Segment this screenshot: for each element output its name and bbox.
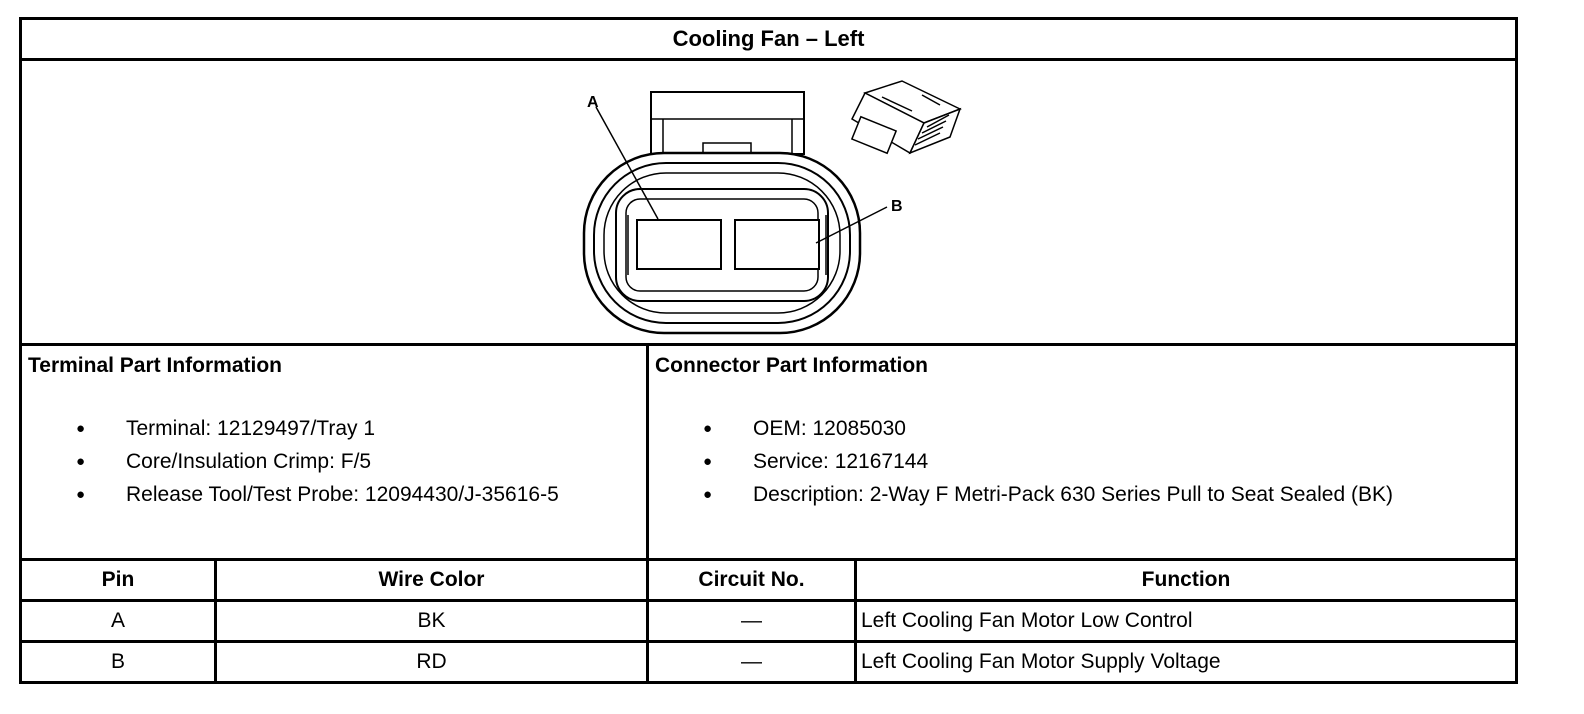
terminal-info-list: Terminal: 12129497/Tray 1 Core/Insulatio… xyxy=(22,412,646,511)
cavity-b xyxy=(734,219,820,270)
list-item: Terminal: 12129497/Tray 1 xyxy=(22,412,646,445)
header-function: Function xyxy=(853,558,1519,602)
connector-diagram: A B xyxy=(582,80,962,335)
list-item: Release Tool/Test Probe: 12094430/J-3561… xyxy=(22,478,646,511)
list-item: Service: 12167144 xyxy=(649,445,1515,478)
terminal-info-heading: Terminal Part Information xyxy=(28,354,282,377)
connector-diagram-cell: A B xyxy=(18,58,1519,346)
table-row: B RD — Left Cooling Fan Motor Supply Vol… xyxy=(19,640,1519,684)
connector-info-cell: Connector Part Information OEM: 12085030… xyxy=(645,343,1519,561)
table-row: A BK — Left Cooling Fan Motor Low Contro… xyxy=(19,599,1519,643)
wire-color-cell: RD xyxy=(214,640,649,684)
function-cell: Left Cooling Fan Motor Low Control xyxy=(853,599,1519,643)
connector-info-list: OEM: 12085030 Service: 12167144 Descript… xyxy=(649,412,1515,511)
connector-info-heading: Connector Part Information xyxy=(655,354,929,377)
pin-cell: A xyxy=(19,599,217,643)
page-title: Cooling Fan – Left xyxy=(18,17,1519,61)
header-circuit-no: Circuit No. xyxy=(646,558,857,602)
pin-cell: B xyxy=(19,640,217,684)
header-wire-color: Wire Color xyxy=(214,558,649,602)
pin-label-b: B xyxy=(891,198,903,215)
header-pin: Pin xyxy=(19,558,217,602)
leader-line-a xyxy=(595,106,659,220)
connector-sheet: Cooling Fan – Left xyxy=(18,17,1519,684)
function-cell: Left Cooling Fan Motor Supply Voltage xyxy=(853,640,1519,684)
connector-3d-thumbnail xyxy=(850,80,962,155)
cavity-a xyxy=(636,219,722,270)
connector-table: Cooling Fan – Left xyxy=(18,17,1519,684)
pin-label-a: A xyxy=(587,94,599,111)
terminal-info-cell: Terminal Part Information Terminal: 1212… xyxy=(19,343,649,561)
list-item: Core/Insulation Crimp: F/5 xyxy=(22,445,646,478)
list-item: Description: 2-Way F Metri-Pack 630 Seri… xyxy=(649,478,1515,511)
table-header-row: Pin Wire Color Circuit No. Function xyxy=(19,558,1519,602)
circuit-cell: — xyxy=(646,640,857,684)
wire-color-cell: BK xyxy=(214,599,649,643)
circuit-cell: — xyxy=(646,599,857,643)
list-item: OEM: 12085030 xyxy=(649,412,1515,445)
leader-line-b xyxy=(815,206,888,244)
